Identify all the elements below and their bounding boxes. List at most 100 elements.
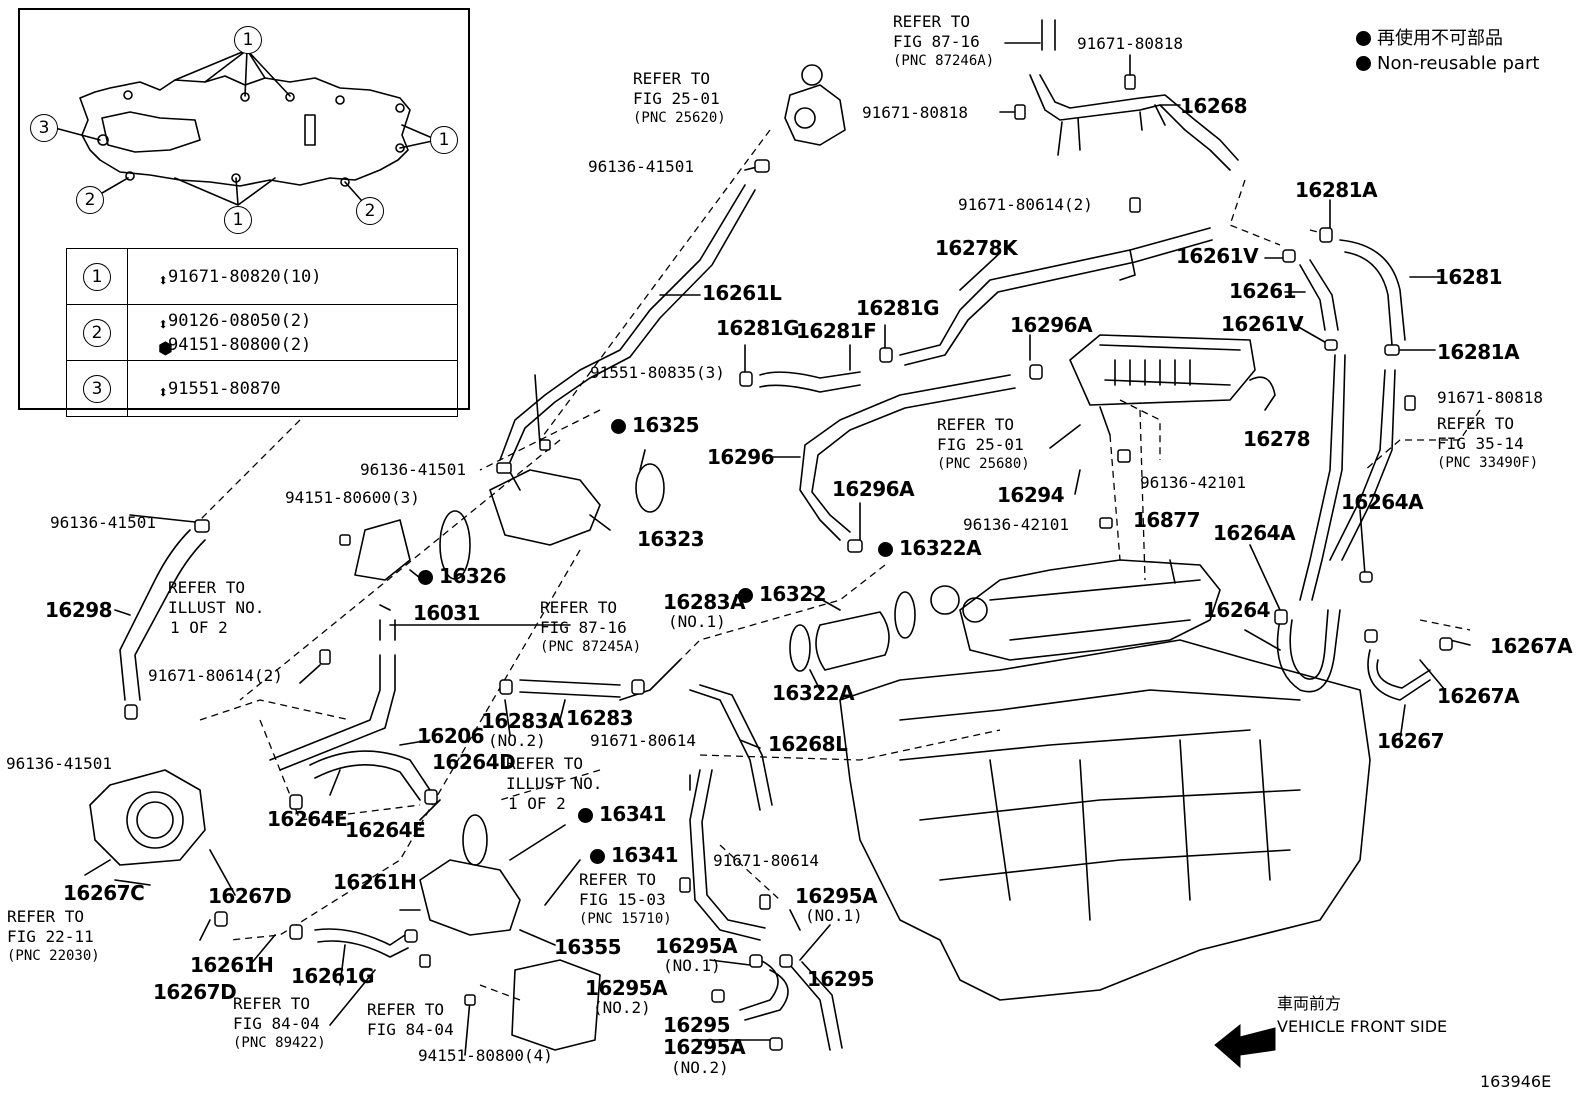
callout-number: 2 [83,318,111,347]
part-16283: 16283 [566,706,634,730]
part-16267D-2: 16267D [153,980,237,1004]
nut-icon: ⬢ [158,338,173,359]
part-16268: 16268 [1180,94,1248,118]
bolt-91671-80614-b: 91671-80614(2) [148,666,283,685]
part-16281G-2: 16281G [716,316,800,340]
callout-number: 1 [83,262,111,291]
part-16322A: 16322A [878,538,982,558]
part-16283A-2: 16283A [481,709,564,733]
part-16267A: 16267A [1490,634,1573,658]
non-reusable-dot-icon [878,542,893,557]
part-16264E: 16264E [267,807,348,831]
part-16295: 16295 [807,967,875,991]
part-16296A-2: 16296A [832,477,915,501]
part-16261V-2: 16261V [1221,312,1304,336]
non-reusable-dot-icon [738,588,753,603]
part-16295A-3-qualifier: (NO.2) [593,998,651,1017]
fastener-part-number: 94151-80800(2) [168,334,312,355]
part-16281G: 16281G [856,296,940,320]
part-16281A-2: 16281A [1437,340,1520,364]
part-16326: 16326 [418,566,507,586]
bolt-icon: ⬍ [158,270,169,291]
part-16206: 16206 [417,724,485,748]
part-16278K: 16278K [935,236,1018,260]
bolt-96136-41501-d: 96136-41501 [6,754,112,773]
part-16295A-4: 16295A [663,1035,746,1059]
table-row: 3 ⬍91551-80870 [66,360,458,417]
direction-jp: 車両前方 [1277,994,1342,1013]
part-16283A-2-qualifier: (NO.2) [488,731,546,750]
bolt-96136-41501-a: 96136-41501 [588,157,694,176]
non-reusable-dot-icon [418,570,433,585]
inset-callout: 2 [76,186,104,214]
part-16322A-2: 16322A [772,681,855,705]
bolt-96136-41501-b: 96136-41501 [360,460,466,479]
bolt-91671-80614-a: 91671-80614(2) [958,195,1093,214]
non-reusable-dot-icon [1356,31,1371,46]
part-16296A: 16296A [1010,313,1093,337]
part-16278: 16278 [1243,427,1311,451]
part-16264E-2: 16264E [345,818,426,842]
bolt-91671-80818-b: 91671-80818 [862,103,968,122]
part-16877: 16877 [1133,508,1201,532]
fastener-part-number: 91671-80820(10) [168,266,322,287]
non-reusable-dot-icon [1356,56,1371,71]
part-16283A-qualifier: (NO.1) [668,612,726,631]
bolt-91671-80818-c: 91671-80818 [1437,388,1543,407]
part-16341: 16341 [578,804,667,824]
fastener-table: 1 ⬍91671-80820(10) 2 ⬍90126-08050(2) ⬢94… [66,248,458,417]
part-16261: 16261 [1229,279,1297,303]
legend-jp: 再使用不可部品 [1356,30,1503,48]
part-16323: 16323 [637,527,705,551]
nut-94151-80800: 94151-80800(4) [418,1046,553,1065]
bolt-91551-80835: 91551-80835(3) [590,363,725,382]
non-reusable-dot-icon [590,849,605,864]
bolt-icon: ⬍ [158,382,169,403]
part-16264A-2: 16264A [1341,490,1424,514]
part-16294: 16294 [997,483,1065,507]
figure-id: 163946E [1480,1072,1552,1091]
inset-callout: 1 [234,26,262,54]
inset-callout: 1 [224,206,252,234]
inset-callout: 1 [430,126,458,154]
part-16268L: 16268L [768,732,848,756]
part-16267A-2: 16267A [1437,684,1520,708]
inset-callout: 2 [356,197,384,225]
part-16295-2: 16295 [663,1013,731,1037]
part-16295A-2-qualifier: (NO.1) [663,956,721,975]
part-16261G: 16261G [291,964,375,988]
legend-en: Non-reusable part [1356,55,1539,73]
part-16267D: 16267D [208,884,292,908]
part-16322: 16322 [738,584,827,604]
non-reusable-dot-icon [578,808,593,823]
fastener-part-number: 91551-80870 [168,378,281,399]
part-16261H: 16261H [333,870,417,894]
part-16261L: 16261L [702,281,782,305]
part-16295A-3: 16295A [585,976,668,1000]
part-16267C: 16267C [63,881,145,905]
part-16341-2: 16341 [590,845,679,865]
stud-icon: ⬍ [158,314,169,335]
callout-number: 3 [83,374,111,403]
part-16281F: 16281F [796,319,877,343]
fastener-part-number: 90126-08050(2) [168,310,312,331]
bolt-96136-41501-c: 96136-41501 [50,513,156,532]
part-16298: 16298 [45,598,113,622]
part-16295A-2: 16295A [655,934,738,958]
part-16295A: 16295A [795,884,878,908]
part-16355: 16355 [554,935,622,959]
nut-94151-80600: 94151-80600(3) [285,488,420,507]
bolt-96136-42101-a: 96136-42101 [1140,473,1246,492]
